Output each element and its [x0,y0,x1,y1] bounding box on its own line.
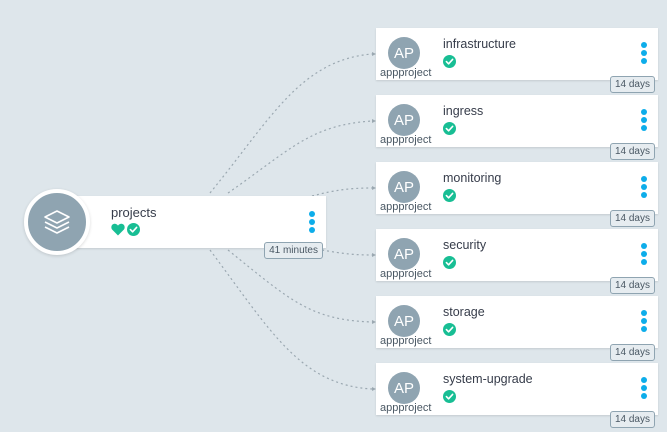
menu-dot [641,192,647,198]
child-node-system-upgrade[interactable]: AP appproject system-upgrade 14 days [376,363,658,428]
child-node-name: storage [443,305,485,319]
child-node-name: system-upgrade [443,372,533,386]
child-node-status [443,189,456,207]
child-node-name: security [443,238,487,252]
check-circle-icon [443,189,456,202]
menu-dot [641,58,647,64]
child-node-status [443,55,456,73]
child-node-age-badge: 14 days [609,277,655,294]
heart-icon [111,223,125,236]
child-node-age-badge: 14 days [609,76,655,93]
child-node-name: ingress [443,104,484,118]
child-node-menu-button[interactable] [640,42,648,64]
menu-dot [641,259,647,265]
menu-dot [641,251,647,257]
child-node-age-badge: 14 days [609,411,655,428]
child-node-age-badge: 14 days [609,344,655,361]
menu-dot [309,219,315,225]
edge-security [321,249,373,256]
child-node-kind: appproject [380,67,432,79]
check-circle-icon [443,55,456,68]
avatar: AP [388,104,420,136]
menu-dot [641,42,647,48]
child-node-menu-button[interactable] [640,176,648,198]
layers-icon [24,189,90,255]
root-node-name: projects [111,205,157,220]
menu-dot [309,227,315,233]
menu-dot [641,393,647,399]
menu-dot [641,109,647,115]
avatar: AP [388,171,420,203]
menu-dot [641,326,647,332]
edge-system-upgrade [209,249,373,390]
menu-dot [641,243,647,249]
menu-dot [641,385,647,391]
menu-dot [641,310,647,316]
check-circle-icon [443,256,456,269]
avatar: AP [388,238,420,270]
child-node-kind: appproject [380,134,432,146]
root-node-card[interactable]: 41 minutes [46,196,326,259]
avatar: AP [388,37,420,69]
child-node-status [443,390,456,408]
child-node-security[interactable]: AP appproject security 14 days [376,229,658,294]
child-node-kind: appproject [380,201,432,213]
menu-dot [309,211,315,217]
edge-monitoring [311,187,373,197]
edge-storage [227,249,373,323]
child-node-age-badge: 14 days [609,210,655,227]
child-node-age-badge: 14 days [609,143,655,160]
menu-dot [641,125,647,131]
menu-dot [641,117,647,123]
avatar: AP [388,305,420,337]
child-node-ingress[interactable]: AP appproject ingress 14 days [376,95,658,160]
child-node-menu-button[interactable] [640,310,648,332]
check-circle-icon [443,390,456,403]
menu-dot [641,318,647,324]
child-node-menu-button[interactable] [640,243,648,265]
child-node-name: infrastructure [443,37,516,51]
edge-infrastructure [209,53,373,194]
child-node-infrastructure[interactable]: AP appproject infrastructure 14 days [376,28,658,93]
check-circle-icon [127,223,140,236]
child-node-kind: appproject [380,335,432,347]
root-node-age-badge: 41 minutes [264,242,323,259]
avatar: AP [388,372,420,404]
edge-ingress [227,120,373,194]
child-node-status [443,122,456,140]
child-node-name: monitoring [443,171,502,185]
root-node-status [111,223,140,236]
root-node-menu-button[interactable] [308,211,316,233]
menu-dot [641,184,647,190]
check-circle-icon [443,323,456,336]
child-node-kind: appproject [380,402,432,414]
child-node-status [443,323,456,341]
child-node-monitoring[interactable]: AP appproject monitoring 14 days [376,162,658,227]
child-node-menu-button[interactable] [640,109,648,131]
menu-dot [641,176,647,182]
child-node-menu-button[interactable] [640,377,648,399]
menu-dot [641,50,647,56]
menu-dot [641,377,647,383]
child-node-kind: appproject [380,268,432,280]
check-circle-icon [443,122,456,135]
child-node-status [443,256,456,274]
child-node-storage[interactable]: AP appproject storage 14 days [376,296,658,361]
